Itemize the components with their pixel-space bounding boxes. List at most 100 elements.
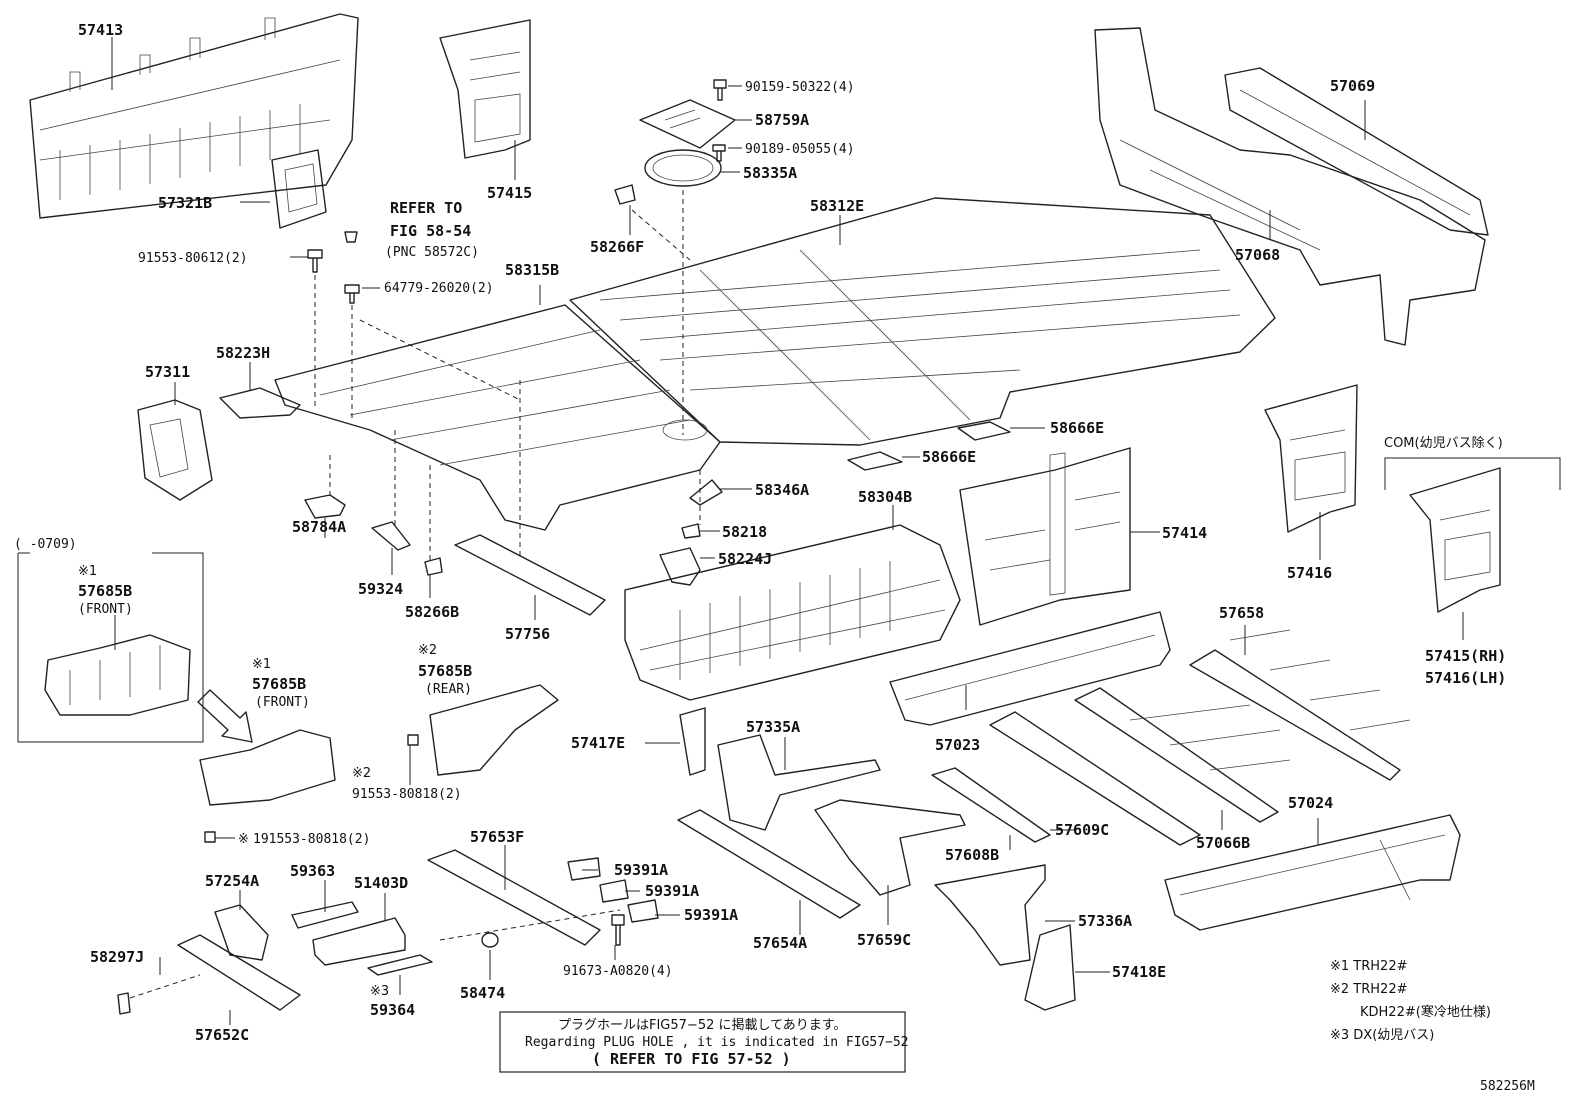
inset-sub: (FRONT) <box>78 602 133 617</box>
label-57023: 57023 <box>935 736 980 754</box>
part-57654A-shape <box>677 809 861 919</box>
label-51403D: 51403D <box>354 874 408 892</box>
part-91673-bolt-shape <box>611 914 625 946</box>
part-58312E-shape <box>569 197 1276 446</box>
part-58218-shape <box>681 523 701 539</box>
part-57414-shape <box>959 447 1131 626</box>
part-57756-shape <box>454 534 606 616</box>
label-58312E: 58312E <box>810 197 864 215</box>
label-57659C: 57659C <box>857 931 911 949</box>
bolt-90159 <box>713 79 727 101</box>
inset-part: 57685B <box>78 582 132 600</box>
part-58297J-shape <box>117 992 131 1015</box>
part-58784A-shape <box>304 494 346 519</box>
part-57335A-shape <box>717 734 881 831</box>
part-58474-shape <box>481 932 499 948</box>
part-58335A-shape <box>644 149 722 187</box>
part-58224J-shape <box>659 547 701 586</box>
part-57417E-shape <box>679 707 706 776</box>
part-57321B-shape <box>271 149 327 229</box>
part-58666E-b-shape <box>847 451 903 471</box>
part-58759A-shape <box>639 99 736 149</box>
label-59324: 59324 <box>358 580 403 598</box>
label-57654A: 57654A <box>753 934 807 952</box>
bolt-91553-80612 <box>307 249 323 273</box>
label-58666E-a: 58666E <box>1050 419 1104 437</box>
label-57068: 57068 <box>1235 246 1280 264</box>
label-57685B-front-sub: (FRONT) <box>255 695 310 710</box>
label-57685B-rear: 57685B <box>418 662 472 680</box>
part-57653F-shape <box>427 849 601 946</box>
part-58266B-shape <box>424 557 443 576</box>
label-57652C: 57652C <box>195 1026 249 1044</box>
label-refer-1: REFER TO <box>390 199 462 217</box>
part-57652C-shape <box>177 934 301 1011</box>
part-58346A-shape <box>689 479 723 506</box>
label-57024: 57024 <box>1288 794 1333 812</box>
label-mark-1b: ※ <box>238 832 249 847</box>
note-line-3: ( REFER TO FIG 57-52 ) <box>592 1050 791 1068</box>
clip-refer-58572C <box>344 231 358 243</box>
label-57416LH: 57416(LH) <box>1425 669 1506 687</box>
label-mark-2a: ※2 <box>418 643 437 658</box>
part-57608B-shape <box>931 767 1051 843</box>
part-58315B-shape <box>274 304 721 531</box>
label-57756: 57756 <box>505 625 550 643</box>
footnote-1: ※1 TRH22# <box>1330 959 1407 974</box>
inset-mark: ※1 <box>78 564 97 579</box>
label-mark-1a: ※1 <box>252 657 271 672</box>
label-57415: 57415 <box>487 184 532 202</box>
part-57418E-shape <box>1024 924 1076 1011</box>
label-58666E-b: 58666E <box>922 448 976 466</box>
label-refer-3: (PNC 58572C) <box>385 245 479 260</box>
bolt-191553 <box>204 831 216 843</box>
label-191553: 191553-80818(2) <box>253 832 370 847</box>
inset-range: ( -0709) <box>14 537 77 552</box>
part-58266F-shape <box>614 184 636 205</box>
label-57336A: 57336A <box>1078 912 1132 930</box>
part-57311-shape <box>137 399 213 501</box>
part-59391A-c-shape <box>627 899 659 923</box>
part-59391A-b-shape <box>599 879 629 903</box>
label-57069: 57069 <box>1330 77 1375 95</box>
label-57653F: 57653F <box>470 828 524 846</box>
part-59363-shape <box>291 901 359 929</box>
label-57417E: 57417E <box>571 734 625 752</box>
part-57659C-shape <box>814 799 966 896</box>
label-64779: 64779-26020(2) <box>384 281 494 296</box>
label-59363: 59363 <box>290 862 335 880</box>
label-mark-3: ※3 <box>370 984 389 999</box>
pointer-arrow <box>197 689 253 743</box>
footnote-2: ※2 TRH22# <box>1330 982 1407 997</box>
diagram-id: 582256M <box>1480 1079 1535 1094</box>
part-labels: 57413 57415 57321B REFER TO FIG 58-54 (P… <box>14 21 1535 1094</box>
label-58335A: 58335A <box>743 164 797 182</box>
label-58266F: 58266F <box>590 238 644 256</box>
part-57685B-front-shape <box>199 729 336 806</box>
label-58223H: 58223H <box>216 344 270 362</box>
label-58218: 58218 <box>722 523 767 541</box>
label-90189: 90189-05055(4) <box>745 142 855 157</box>
part-57658-shape <box>1189 629 1411 781</box>
label-58297J: 58297J <box>90 948 144 966</box>
label-58474: 58474 <box>460 984 505 1002</box>
part-57609C-shape <box>989 711 1201 846</box>
part-59324-shape <box>371 521 411 551</box>
part-58304B-shape <box>624 524 961 701</box>
bolt-91553-80818 <box>407 734 419 746</box>
inset-box <box>17 552 204 743</box>
part-59364-shape <box>367 954 433 976</box>
label-91553-80818: 91553-80818(2) <box>352 787 462 802</box>
part-57416-shape <box>1264 384 1358 533</box>
label-57413: 57413 <box>78 21 123 39</box>
label-57415RH: 57415(RH) <box>1425 647 1506 665</box>
note-line-2: Regarding PLUG HOLE , it is indicated in… <box>525 1035 909 1050</box>
label-mark-2b: ※2 <box>352 766 371 781</box>
label-57609C: 57609C <box>1055 821 1109 839</box>
label-58759A: 58759A <box>755 111 809 129</box>
label-57321B: 57321B <box>158 194 212 212</box>
footnote-3: ※3 DX(幼児バス) <box>1330 1028 1434 1043</box>
label-91553-80612: 91553-80612(2) <box>138 251 248 266</box>
label-58266B: 58266B <box>405 603 459 621</box>
label-com: COM(幼児バス除く) <box>1384 436 1503 451</box>
